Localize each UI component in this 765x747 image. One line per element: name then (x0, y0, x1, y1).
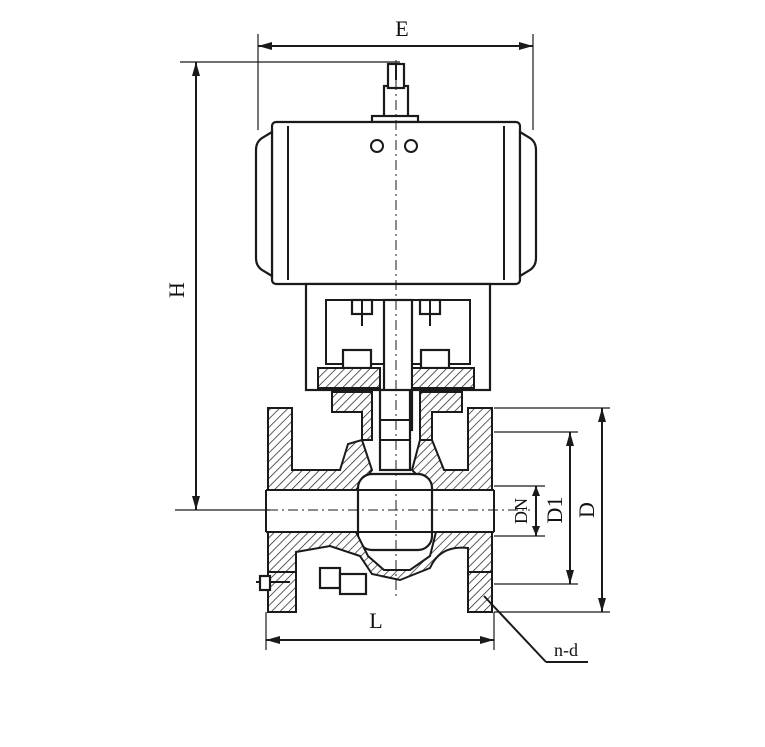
actuator-top-shaft (370, 62, 420, 124)
label-e: E (395, 16, 408, 41)
dimension-h: H (164, 61, 400, 511)
leader-nd: n-d (483, 595, 588, 663)
dimension-d1: D1 (494, 431, 578, 585)
label-l: L (369, 608, 382, 633)
label-d1: D1 (542, 497, 567, 524)
label-nd: n-d (554, 640, 578, 660)
mounting-bracket (304, 282, 492, 432)
dimension-d: D (494, 407, 610, 613)
dimension-e: E (257, 16, 534, 130)
centerlines (248, 60, 530, 600)
label-dn: DN (511, 498, 531, 524)
valve-body (256, 388, 495, 613)
dimension-dn: DN (494, 485, 545, 537)
label-d: D (574, 502, 599, 518)
dimension-l: L (265, 608, 495, 650)
label-h: H (164, 282, 189, 298)
